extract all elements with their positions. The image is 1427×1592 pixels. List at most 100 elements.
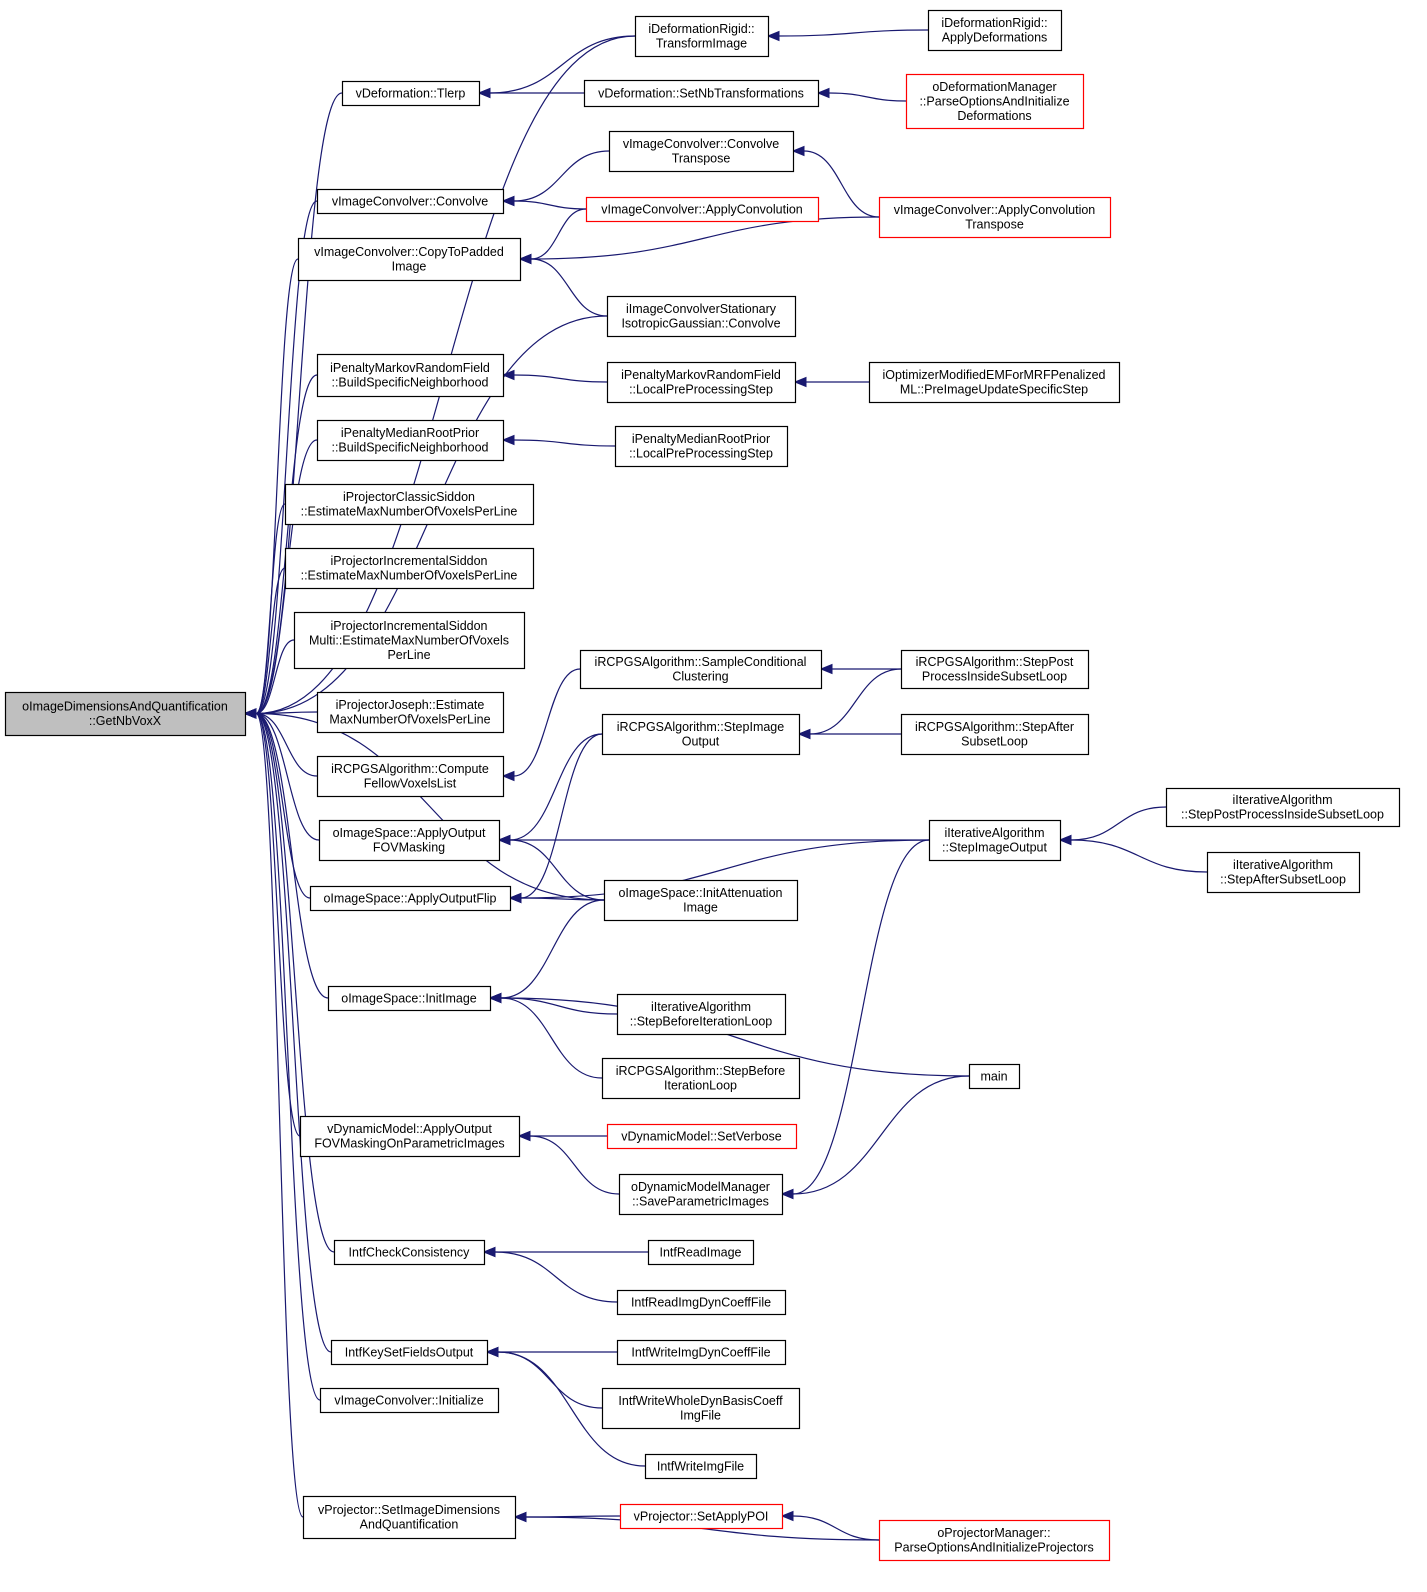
node-label: iProjectorJoseph::Estimate [336, 698, 485, 712]
node-transformImage[interactable]: iDeformationRigid::TransformImage [634, 15, 770, 58]
node-label: IntfCheckConsistency [349, 1245, 471, 1259]
node-label: iRCPGSAlgorithm::SampleConditional [595, 655, 807, 669]
call-edge-writeWholeDyn-to-keySetFields [485, 1346, 603, 1409]
node-label: iIterativeAlgorithm [1232, 793, 1332, 807]
call-edge-dynFOV-to-root [243, 708, 301, 1137]
node-writeImgFile[interactable]: IntfWriteImgFile [644, 1453, 758, 1480]
node-readImage[interactable]: IntfReadImage [647, 1239, 755, 1266]
node-optMRF[interactable]: iOptimizerModifiedEMForMRFPenalizedML::P… [868, 361, 1121, 404]
node-main[interactable]: main [968, 1063, 1021, 1090]
node-label: iDeformationRigid:: [941, 16, 1047, 30]
node-writeImgDyn[interactable]: IntfWriteImgDynCoeffFile [616, 1339, 787, 1366]
node-label: ImgFile [680, 1409, 721, 1423]
node-iterStepImage[interactable]: iIterativeAlgorithm::StepImageOutput [928, 819, 1062, 862]
node-label: Image [392, 260, 427, 274]
node-label: IntfWriteImgFile [657, 1459, 744, 1473]
call-edge-rcpgsStepBefore-to-initImage [488, 992, 603, 1079]
node-label: Deformations [957, 109, 1031, 123]
call-edge-iterStepImage-to-dynMgrSave [780, 839, 930, 1200]
node-label: TransformImage [656, 37, 747, 51]
node-setImageDims[interactable]: vProjector::SetImageDimensionsAndQuantif… [302, 1495, 517, 1540]
node-mrpNeighbor[interactable]: iPenaltyMedianRootPrior::BuildSpecificNe… [316, 419, 505, 462]
call-edge-initImage-to-root [243, 708, 329, 999]
node-incSiddon[interactable]: iProjectorIncrementalSiddon::EstimateMax… [284, 547, 535, 590]
call-edge-stationary-to-copyPadded [518, 253, 608, 317]
node-rcpgsSample[interactable]: iRCPGSAlgorithm::SampleConditionalCluste… [579, 649, 823, 690]
node-setNbTransf[interactable]: vDeformation::SetNbTransformations [583, 79, 820, 108]
node-label: iRCPGSAlgorithm::StepPost [916, 655, 1074, 669]
node-label: IntfWriteWholeDynBasisCoeff [618, 1394, 783, 1408]
node-label: AndQuantification [360, 1518, 459, 1532]
node-iterStepAfter[interactable]: iIterativeAlgorithm::StepAfterSubsetLoop [1206, 851, 1361, 894]
node-rcpgsStepAfter[interactable]: iRCPGSAlgorithm::StepAfterSubsetLoop [900, 713, 1090, 756]
node-label: Transpose [672, 152, 731, 166]
call-edge-initAtten-to-initImage [488, 899, 605, 1004]
call-edge-applyConvT-to-convolveT [791, 145, 880, 218]
node-label: vImageConvolver::Convolve [623, 137, 779, 151]
node-label: vImageConvolver::ApplyConvolution [894, 203, 1096, 217]
node-label: ParseOptionsAndInitializeProjectors [894, 1541, 1093, 1555]
node-tlerp[interactable]: vDeformation::Tlerp [341, 80, 481, 107]
node-iterStepPost[interactable]: iIterativeAlgorithm::StepPostProcessInsi… [1165, 787, 1401, 828]
node-label: vProjector::SetApplyPOI [634, 1509, 769, 1523]
call-edge-readImgDyn-to-checkConsistency [482, 1246, 618, 1303]
node-label: vImageConvolver::ApplyConvolution [601, 202, 803, 216]
node-setApplyPOI[interactable]: vProjector::SetApplyPOI [619, 1503, 784, 1530]
node-label: vImageConvolver::Convolve [332, 194, 488, 208]
node-keySetFields[interactable]: IntfKeySetFieldsOutput [330, 1339, 489, 1366]
node-dynFOV[interactable]: vDynamicModel::ApplyOutputFOVMaskingOnPa… [299, 1115, 521, 1158]
node-classicSiddon[interactable]: iProjectorClassicSiddon::EstimateMaxNumb… [284, 483, 535, 526]
node-oDefMgr[interactable]: oDeformationManager::ParseOptionsAndInit… [905, 73, 1085, 130]
node-checkConsistency[interactable]: IntfCheckConsistency [333, 1239, 486, 1266]
node-label: IntfReadImgDynCoeffFile [631, 1295, 771, 1309]
node-label: vDeformation::SetNbTransformations [598, 86, 804, 100]
node-label: ::EstimateMaxNumberOfVoxelsPerLine [301, 569, 518, 583]
node-applyDeformations[interactable]: iDeformationRigid::ApplyDeformations [927, 9, 1063, 52]
node-label: vDynamicModel::ApplyOutput [327, 1122, 492, 1136]
node-dynSetVerbose[interactable]: vDynamicModel::SetVerbose [606, 1123, 798, 1150]
node-stationary[interactable]: iImageConvolverStationaryIsotropicGaussi… [606, 295, 797, 338]
node-label: IterationLoop [664, 1079, 737, 1093]
node-label: Clustering [672, 670, 728, 684]
node-initImage[interactable]: oImageSpace::InitImage [327, 985, 492, 1012]
node-rcpgsStepImage[interactable]: iRCPGSAlgorithm::StepImageOutput [601, 713, 801, 756]
call-edge-mrfLocal-to-mrfNeighbor [501, 369, 608, 383]
node-label: vImageConvolver::Initialize [334, 1393, 483, 1407]
node-applyConv[interactable]: vImageConvolver::ApplyConvolution [585, 196, 820, 223]
node-mrpLocal[interactable]: iPenaltyMedianRootPrior::LocalPreProcess… [614, 425, 789, 468]
node-label: iRCPGSAlgorithm::Compute [331, 762, 489, 776]
node-label: iProjectorClassicSiddon [343, 490, 475, 504]
node-dynMgrSave[interactable]: oDynamicModelManager::SaveParametricImag… [618, 1173, 784, 1216]
node-label: Image [683, 901, 718, 915]
call-edge-mrpLocal-to-mrpNeighbor [501, 434, 616, 447]
node-label: oImageSpace::ApplyOutput [333, 826, 486, 840]
node-rcpgsStepBefore[interactable]: iRCPGSAlgorithm::StepBeforeIterationLoop [601, 1057, 801, 1100]
node-iterStepBefore[interactable]: iIterativeAlgorithm::StepBeforeIteration… [616, 993, 787, 1036]
node-label: iIterativeAlgorithm [651, 1000, 751, 1014]
node-rcpgsStepPost[interactable]: iRCPGSAlgorithm::StepPostProcessInsideSu… [900, 649, 1090, 690]
node-mrfLocal[interactable]: iPenaltyMarkovRandomField::LocalPreProce… [606, 361, 797, 404]
node-applyConvT[interactable]: vImageConvolver::ApplyConvolutionTranspo… [878, 196, 1112, 239]
node-outputFlip[interactable]: oImageSpace::ApplyOutputFlip [309, 885, 512, 912]
node-label: iPenaltyMarkovRandomField [621, 368, 781, 382]
node-label: ::BuildSpecificNeighborhood [331, 441, 488, 455]
node-mrfNeighbor[interactable]: iPenaltyMarkovRandomField::BuildSpecific… [316, 353, 505, 398]
node-joseph[interactable]: iProjectorJoseph::EstimateMaxNumberOfVox… [316, 691, 505, 734]
call-edge-iterStepAfter-to-iterStepImage [1058, 834, 1208, 873]
node-projMgr[interactable]: oProjectorManager::ParseOptionsAndInitia… [878, 1519, 1111, 1562]
node-readImgDyn[interactable]: IntfReadImgDynCoeffFile [616, 1289, 787, 1316]
node-incSiddonMulti[interactable]: iProjectorIncrementalSiddonMulti::Estima… [293, 611, 526, 670]
node-label: iRCPGSAlgorithm::StepBefore [616, 1064, 786, 1078]
node-convInit[interactable]: vImageConvolver::Initialize [319, 1387, 500, 1414]
node-convolve[interactable]: vImageConvolver::Convolve [316, 188, 505, 215]
node-label: ::EstimateMaxNumberOfVoxelsPerLine [301, 505, 518, 519]
node-root[interactable]: oImageDimensionsAndQuantification::GetNb… [4, 691, 247, 737]
node-label: oImageSpace::InitAttenuation [618, 886, 782, 900]
node-label: iPenaltyMedianRootPrior [632, 432, 770, 446]
